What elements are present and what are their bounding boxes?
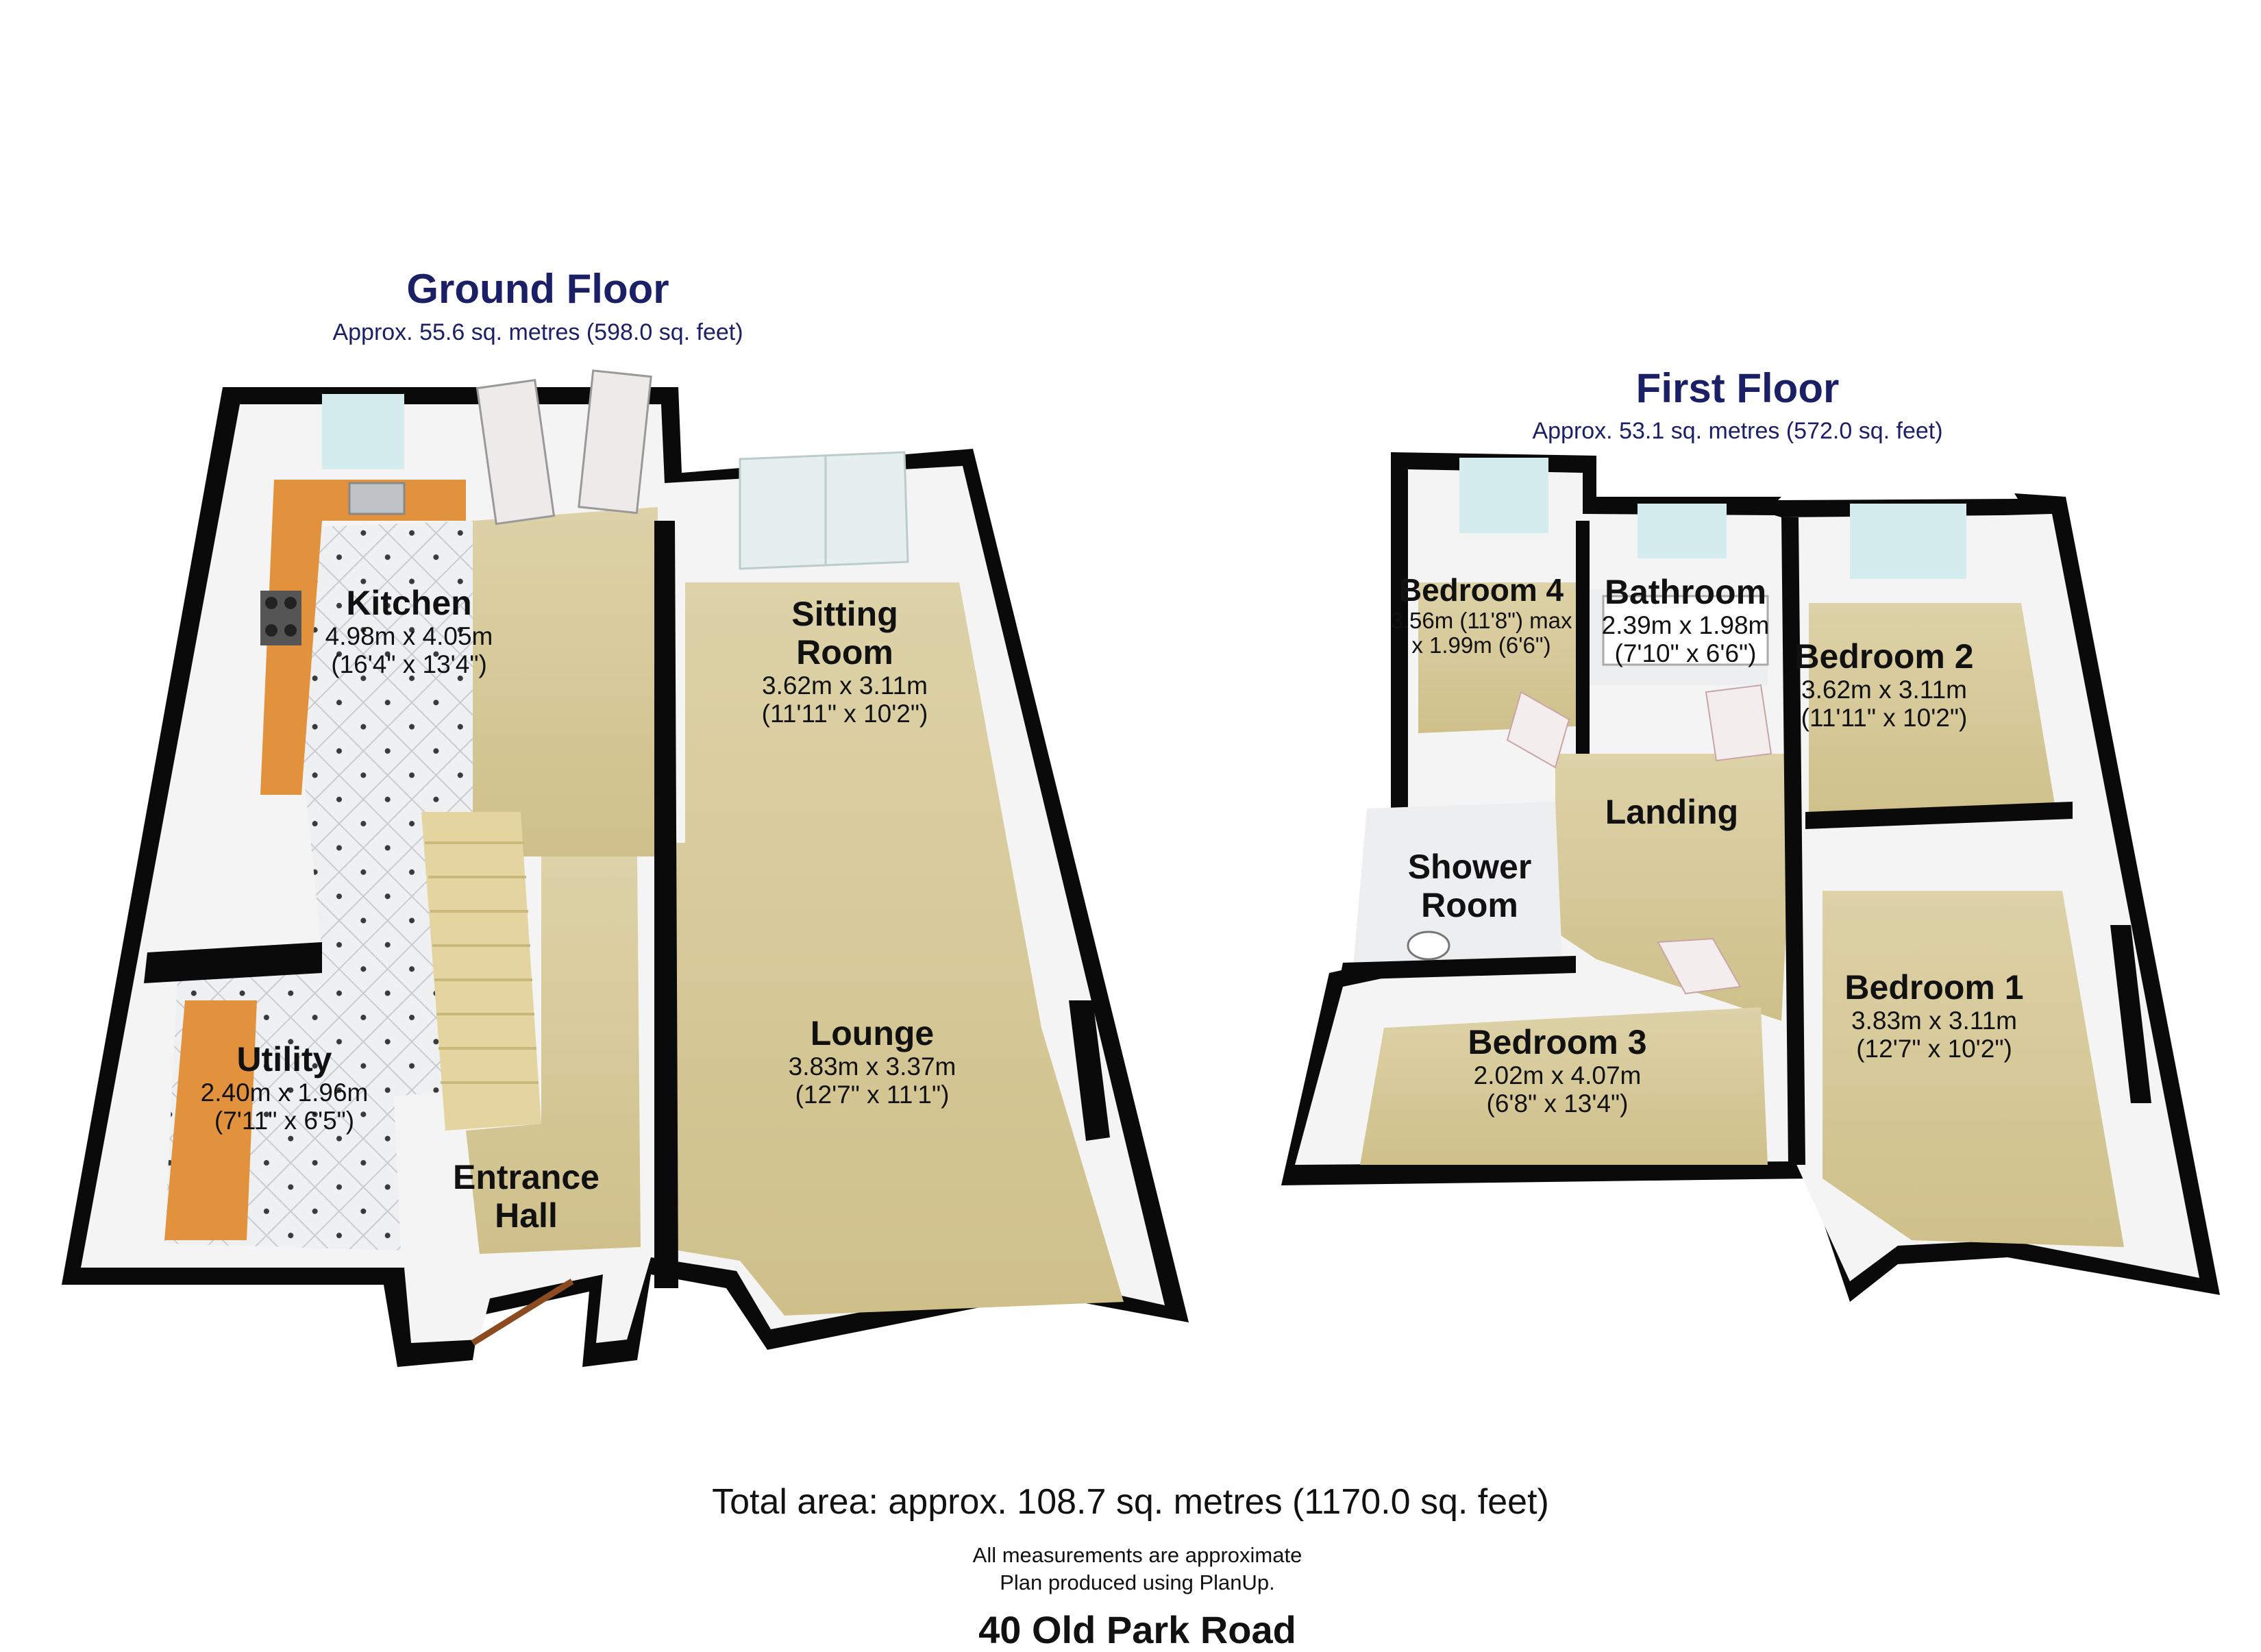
shower-room-floor bbox=[1353, 802, 1562, 966]
room-label-bedroom3: Bedroom 3 2.02m x 4.07m (6'8" x 13'4") bbox=[1468, 1023, 1646, 1118]
kitchen-internal-wall bbox=[144, 942, 322, 983]
room-label-entrance-hall: Entrance Hall bbox=[453, 1158, 600, 1235]
kitchen-worktop bbox=[260, 480, 466, 795]
sitting-room-name-1: Sitting bbox=[791, 595, 898, 633]
bedroom1-imperial: (12'7" x 10'2") bbox=[1856, 1035, 2012, 1063]
entrance-hall-name-1: Entrance bbox=[453, 1158, 600, 1196]
bedroom3-imperial: (6'8" x 13'4") bbox=[1486, 1089, 1629, 1118]
measurement-note: All measurements are approximate bbox=[972, 1543, 1302, 1567]
utility-worktop bbox=[164, 1000, 257, 1240]
entrance-hall-floor bbox=[466, 856, 641, 1254]
room-label-utility: Utility 2.40m x 1.96m (7'11" x 6'5") bbox=[201, 1040, 369, 1135]
kitchen-name: Kitchen bbox=[346, 584, 472, 622]
staircase bbox=[421, 812, 541, 1131]
patio-doors bbox=[739, 451, 909, 570]
first-floor-chimney bbox=[2110, 925, 2151, 1103]
landing-name: Landing bbox=[1605, 793, 1739, 831]
room-label-bedroom4: Bedroom 4 3.56m (11'8") max x 1.99m (6'6… bbox=[1390, 572, 1572, 658]
total-area: Total area: approx. 108.7 sq. metres (11… bbox=[712, 1482, 1549, 1522]
sitting-room-imperial: (11'11" x 10'2") bbox=[761, 700, 928, 728]
ground-floor-plan bbox=[62, 369, 1189, 1367]
kitchen-imperial: (16'4" x 13'4") bbox=[331, 650, 487, 679]
landing-door-1 bbox=[1506, 691, 1570, 769]
bedroom1-name: Bedroom 1 bbox=[1844, 968, 2024, 1007]
bathroom-metric: 2.39m x 1.98m bbox=[1601, 611, 1770, 639]
kitchen-metric: 4.98m x 4.05m bbox=[325, 622, 493, 650]
lounge-metric: 3.83m x 3.37m bbox=[788, 1052, 956, 1081]
kitchen-walkway-floor bbox=[473, 507, 658, 856]
wc bbox=[1407, 930, 1450, 961]
room-label-shower-room: Shower Room bbox=[1408, 848, 1532, 924]
first-floor-area: Approx. 53.1 sq. metres (572.0 sq. feet) bbox=[1532, 418, 1943, 444]
ground-floor-title: Ground Floor bbox=[406, 266, 669, 312]
bedroom2-metric: 3.62m x 3.11m bbox=[1801, 676, 1967, 704]
room-label-kitchen: Kitchen 4.98m x 4.05m (16'4" x 13'4") bbox=[325, 584, 493, 679]
room-label-lounge: Lounge 3.83m x 3.37m (12'7" x 11'1") bbox=[789, 1014, 956, 1109]
bedroom4-metric: 3.56m (11'8") max bbox=[1390, 607, 1572, 633]
first-floor-internal-wall-3 bbox=[1805, 802, 2073, 829]
landing-door-3 bbox=[1657, 937, 1742, 995]
kitchen-window bbox=[322, 394, 404, 469]
bedroom4-imperial: x 1.99m (6'6") bbox=[1411, 632, 1551, 658]
bedroom2-window bbox=[1850, 504, 1966, 579]
utility-name: Utility bbox=[236, 1040, 332, 1078]
bedroom1-floor bbox=[1823, 891, 2124, 1247]
bathroom-window bbox=[1638, 504, 1727, 558]
bedroom2-floor bbox=[1809, 603, 2055, 822]
room-label-bedroom1: Bedroom 1 3.83m x 3.11m (12'7" x 10'2") bbox=[1844, 968, 2023, 1063]
bedroom3-floor bbox=[1360, 1007, 1768, 1165]
hall-lounge-wall bbox=[654, 521, 678, 1288]
bedroom3-name: Bedroom 3 bbox=[1468, 1023, 1647, 1061]
first-floor-internal-wall-2 bbox=[1339, 956, 1576, 980]
stair-treads bbox=[425, 841, 539, 1084]
planup-note: Plan produced using PlanUp. bbox=[1000, 1570, 1275, 1594]
shower-room-name-2: Room bbox=[1421, 886, 1518, 924]
landing-door-2 bbox=[1705, 684, 1772, 762]
bedroom2-name: Bedroom 2 bbox=[1794, 637, 1974, 676]
french-door-left bbox=[475, 379, 556, 526]
utility-imperial: (7'11" x 6'5") bbox=[214, 1107, 355, 1135]
sitting-room-metric: 3.62m x 3.11m bbox=[762, 671, 928, 700]
room-label-sitting-room: Sitting Room 3.62m x 3.11m (11'11" x 10'… bbox=[762, 595, 928, 728]
shower-room-name-1: Shower bbox=[1407, 848, 1532, 886]
bathroom-imperial: (7'10" x 6'6") bbox=[1614, 639, 1757, 668]
kitchen-sink bbox=[348, 482, 406, 515]
landing-floor bbox=[1555, 754, 1795, 1021]
bedroom4-name: Bedroom 4 bbox=[1398, 572, 1564, 608]
first-floor-internal-wall-4 bbox=[1576, 521, 1590, 754]
sitting-room-name-2: Room bbox=[796, 633, 893, 671]
lounge-imperial: (12'7" x 11'1") bbox=[795, 1081, 950, 1109]
bedroom1-metric: 3.83m x 3.11m bbox=[1851, 1007, 2017, 1035]
utility-metric: 2.40m x 1.96m bbox=[200, 1078, 369, 1107]
chimney-breast bbox=[1069, 1000, 1110, 1141]
bedroom3-metric: 2.02m x 4.07m bbox=[1473, 1061, 1642, 1089]
room-label-landing: Landing bbox=[1605, 793, 1738, 831]
room-label-bedroom2: Bedroom 2 3.62m x 3.11m (11'11" x 10'2") bbox=[1794, 637, 1973, 732]
first-floor-internal-wall-1 bbox=[1781, 517, 1805, 1165]
french-door-right bbox=[578, 369, 652, 515]
room-label-bathroom: Bathroom 2.39m x 1.98m (7'10" x 6'6") bbox=[1602, 573, 1770, 668]
ground-floor-area: Approx. 55.6 sq. metres (598.0 sq. feet) bbox=[332, 319, 743, 345]
bath bbox=[1602, 595, 1769, 666]
sitting-lounge-floor bbox=[654, 582, 1124, 1316]
entrance-hall-name-2: Hall bbox=[495, 1196, 558, 1235]
bathroom-name: Bathroom bbox=[1604, 573, 1767, 611]
bedroom2-imperial: (11'11" x 10'2") bbox=[1801, 704, 1968, 732]
hob bbox=[260, 591, 301, 645]
lounge-name: Lounge bbox=[810, 1014, 935, 1052]
bedroom4-window bbox=[1459, 458, 1548, 533]
front-door bbox=[471, 1279, 574, 1346]
bedroom4-floor bbox=[1418, 582, 1576, 733]
first-floor-title: First Floor bbox=[1635, 365, 1840, 411]
first-floor-plan bbox=[1281, 452, 2220, 1302]
property-address: 40 Old Park Road bbox=[978, 1608, 1296, 1651]
